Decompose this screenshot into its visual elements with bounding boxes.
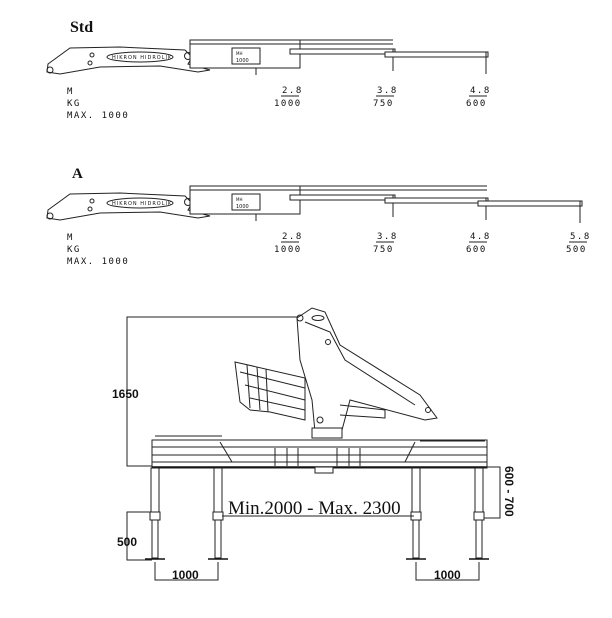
model-plate xyxy=(231,47,261,65)
pin xyxy=(89,198,95,204)
pin xyxy=(87,60,93,66)
model-plate xyxy=(231,193,261,211)
row-label-m: M xyxy=(67,233,74,243)
pivot-pin xyxy=(46,212,54,220)
model-number: 1000 xyxy=(236,58,249,64)
chassis-frame xyxy=(151,435,488,474)
width-range-label: Min.2000 - Max. 2300 xyxy=(228,498,401,519)
outrigger-leg-upper xyxy=(150,467,160,517)
crane-body xyxy=(234,307,438,439)
reach-value: 3.8 xyxy=(377,232,398,242)
load-value: 600 xyxy=(466,99,487,109)
load-value: 600 xyxy=(466,245,487,255)
leg-clamp xyxy=(149,511,161,521)
row-label-max: MAX. 1000 xyxy=(67,257,129,267)
outrigger-leg-lower xyxy=(214,519,222,559)
extension-tube xyxy=(289,194,396,201)
pin xyxy=(87,206,93,212)
pivot-pin xyxy=(46,66,54,74)
outrigger-leg-upper xyxy=(474,467,484,517)
outrigger-leg-lower xyxy=(475,519,483,559)
inner-boom xyxy=(46,46,211,75)
leg-clamp xyxy=(473,511,485,521)
load-value: 1000 xyxy=(274,99,302,109)
load-value: 1000 xyxy=(274,245,302,255)
leg-dimension-line xyxy=(126,511,152,561)
reach-value: 3.8 xyxy=(377,86,398,96)
reach-value: 5.8 xyxy=(570,232,591,242)
extension-tube xyxy=(384,51,489,58)
outrigger-leg-upper xyxy=(411,467,421,517)
span-right-line xyxy=(415,562,480,581)
variant-title: Std xyxy=(70,19,93,36)
outrigger-leg-upper xyxy=(213,467,223,517)
frame-height-line xyxy=(484,466,501,519)
frame-height-label: 600 - 700 xyxy=(502,466,516,517)
row-label-kg: KG xyxy=(67,99,81,109)
leg-clamp xyxy=(212,511,224,521)
reach-value: 2.8 xyxy=(282,232,303,242)
reach-value: 4.8 xyxy=(470,86,491,96)
span-left-line xyxy=(154,562,219,581)
variant-title: A xyxy=(72,166,83,182)
span-left-label: 1000 xyxy=(172,568,199,582)
brand-plate xyxy=(106,197,174,209)
extension-tube xyxy=(384,197,489,204)
model-label: MH xyxy=(236,51,242,56)
row-label-m: M xyxy=(67,87,74,97)
height-dimension-label: 1650 xyxy=(112,387,139,401)
height-dimension-line xyxy=(126,316,300,467)
reach-value: 4.8 xyxy=(470,232,491,242)
row-label-max: MAX. 1000 xyxy=(67,111,129,121)
inner-boom xyxy=(46,192,211,221)
model-label: MH xyxy=(236,197,242,202)
row-label-kg: KG xyxy=(67,245,81,255)
extension-tube xyxy=(289,48,396,55)
pin xyxy=(89,52,95,58)
side-view: 1650 xyxy=(112,307,516,582)
load-value: 500 xyxy=(566,245,587,255)
brand-label: HIKRON HIDROLIK xyxy=(112,201,172,207)
leg-dimension-label: 500 xyxy=(117,535,137,549)
outrigger-leg-lower xyxy=(151,519,159,559)
reach-value: 2.8 xyxy=(282,86,303,96)
load-value: 750 xyxy=(373,99,394,109)
load-value: 750 xyxy=(373,245,394,255)
outrigger-legs xyxy=(145,467,489,560)
model-number: 1000 xyxy=(236,204,249,210)
brand-plate xyxy=(106,51,174,63)
extension-tube xyxy=(477,200,583,207)
outrigger-leg-lower xyxy=(412,519,420,559)
span-right-label: 1000 xyxy=(434,568,461,582)
brand-label: HIKRON HIDROLIK xyxy=(112,55,172,61)
